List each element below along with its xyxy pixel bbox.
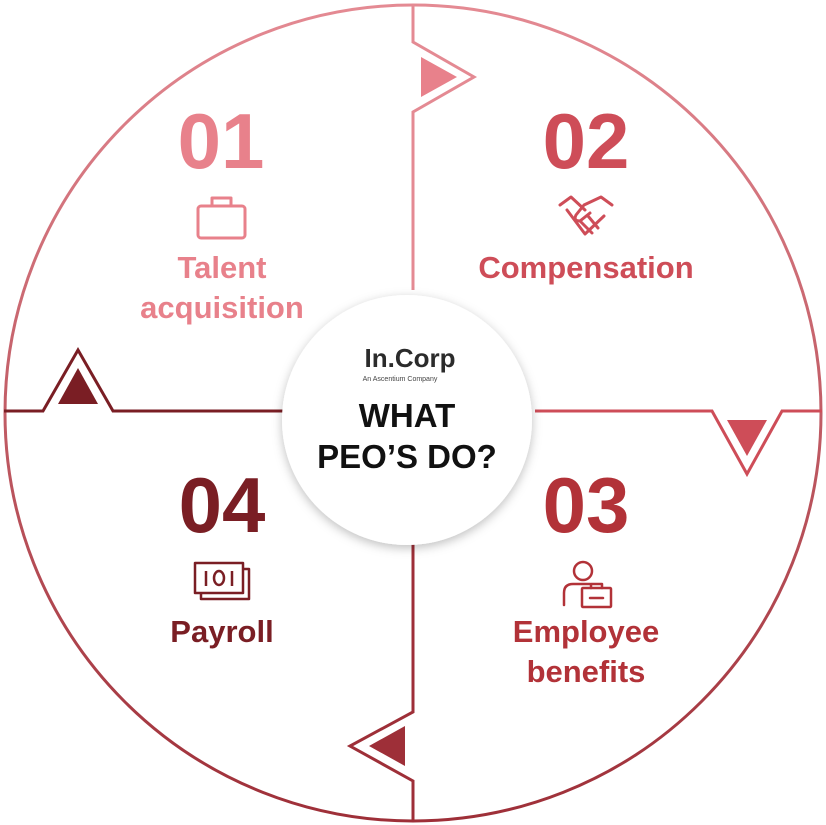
arrow-left <box>58 368 98 404</box>
step-label: Talent <box>178 250 267 285</box>
arrow-right <box>727 420 767 456</box>
step-number: 03 <box>543 461 630 549</box>
step-label: benefits <box>527 654 646 689</box>
step-label: Payroll <box>170 614 273 649</box>
step-label: acquisition <box>140 290 304 325</box>
center-title-line-2: PEO’S DO? <box>317 438 497 475</box>
quadrant-compensation: 02 Compensation <box>478 97 693 285</box>
divider-top <box>411 5 478 290</box>
cash-icon <box>193 561 251 601</box>
step-number: 01 <box>178 97 265 185</box>
briefcase-icon <box>196 196 247 240</box>
arrow-top <box>421 57 457 97</box>
step-number: 04 <box>179 461 266 549</box>
divider-right <box>535 409 822 478</box>
handshake-icon <box>558 195 614 236</box>
step-label: Employee <box>513 614 659 649</box>
divider-left <box>4 346 290 413</box>
brand-logo: In.Corp <box>365 343 456 373</box>
step-number: 02 <box>543 97 630 185</box>
quadrant-employee-benefits: 03 Employee benefits <box>513 461 659 689</box>
center-title-line-1: WHAT <box>359 397 456 434</box>
step-label: Compensation <box>478 250 693 285</box>
quadrant-talent-acquisition: 01 Talent acquisition <box>140 97 304 325</box>
employee-benefits-icon <box>562 560 613 609</box>
quadrant-payroll: 04 Payroll <box>170 461 273 649</box>
divider-bottom <box>346 535 415 821</box>
center-circle <box>282 295 532 545</box>
center-badge: In.Corp An Ascentium Company WHAT PEO’S … <box>282 295 532 545</box>
arrow-bottom <box>369 726 405 766</box>
brand-tagline: An Ascentium Company <box>363 376 438 383</box>
